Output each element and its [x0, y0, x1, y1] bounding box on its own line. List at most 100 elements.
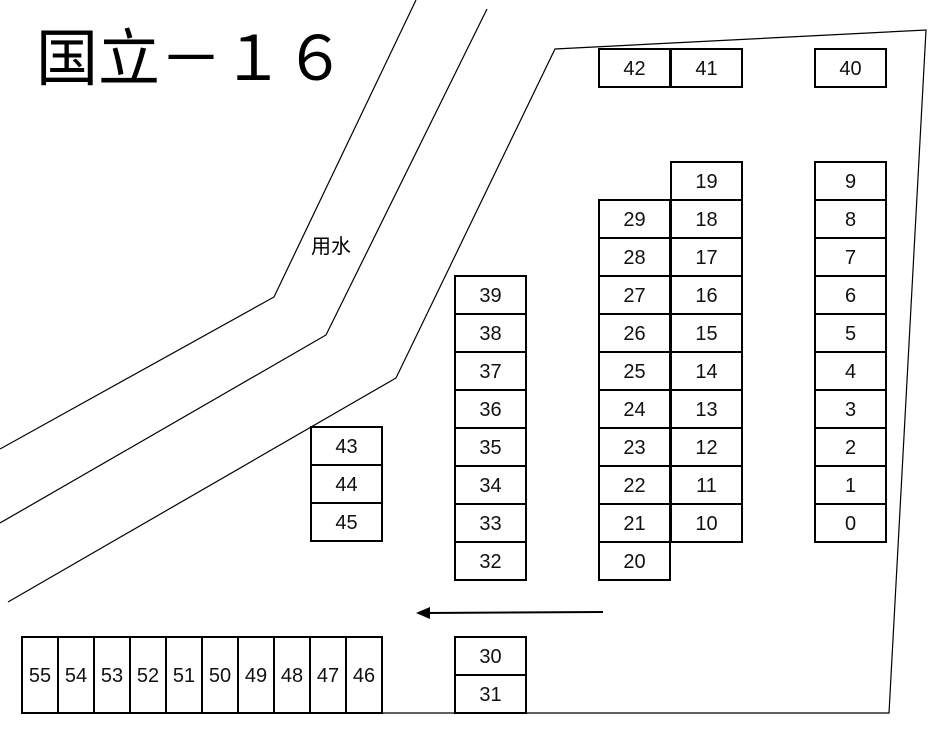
parking-slot-number: 54 — [65, 665, 87, 687]
parking-slot-number: 4 — [845, 361, 856, 383]
water-channel-left-bank — [0, 0, 417, 450]
parking-slot-number: 42 — [623, 58, 645, 80]
parking-slot-1: 1 — [814, 465, 887, 505]
parking-slot-number: 48 — [281, 665, 303, 687]
parking-slot-20: 20 — [598, 541, 671, 581]
parking-slot-13: 13 — [670, 389, 743, 429]
parking-slot-number: 52 — [137, 665, 159, 687]
parking-slot-box — [237, 636, 275, 714]
water-channel-label: 用水 — [311, 234, 351, 258]
parking-slot-number: 3 — [845, 399, 856, 421]
parking-slot-number: 45 — [335, 512, 357, 534]
parking-slot-9: 9 — [814, 161, 887, 201]
parking-slot-25: 25 — [598, 351, 671, 391]
parking-slot-box — [598, 48, 671, 88]
parking-slot-number: 55 — [29, 665, 51, 687]
parking-slot-box — [814, 427, 887, 467]
parking-slot-number: 0 — [845, 513, 856, 535]
parking-slot-number: 34 — [479, 475, 501, 497]
parking-slot-number: 50 — [209, 665, 231, 687]
parking-slot-number: 17 — [695, 247, 717, 269]
parking-slot-box — [670, 465, 743, 505]
parking-slot-12: 12 — [670, 427, 743, 467]
parking-slot-box — [454, 313, 527, 353]
parking-slot-50: 50 — [201, 636, 239, 714]
parking-slot-44: 44 — [310, 464, 383, 504]
parking-slot-33: 33 — [454, 503, 527, 543]
parking-slot-0: 0 — [814, 503, 887, 543]
parking-slot-51: 51 — [165, 636, 203, 714]
parking-slot-45: 45 — [310, 502, 383, 542]
parking-slot-number: 47 — [317, 665, 339, 687]
parking-slot-number: 20 — [623, 551, 645, 573]
parking-slot-number: 43 — [335, 436, 357, 458]
parking-slot-39: 39 — [454, 275, 527, 315]
parking-slot-box — [598, 275, 671, 315]
parking-slot-number: 53 — [101, 665, 123, 687]
parking-slot-number: 16 — [695, 285, 717, 307]
parking-slot-number: 38 — [479, 323, 501, 345]
parking-slot-box — [670, 389, 743, 429]
parking-slot-box — [670, 161, 743, 201]
parking-slot-14: 14 — [670, 351, 743, 391]
boundary-lines — [0, 0, 927, 714]
parking-slot-17: 17 — [670, 237, 743, 277]
parking-slot-18: 18 — [670, 199, 743, 239]
parking-slot-34: 34 — [454, 465, 527, 505]
parking-slot-number: 15 — [695, 323, 717, 345]
parking-slot-box — [454, 275, 527, 315]
parking-slot-16: 16 — [670, 275, 743, 315]
parking-slot-number: 7 — [845, 247, 856, 269]
parking-slot-32: 32 — [454, 541, 527, 581]
parking-slot-47: 47 — [309, 636, 347, 714]
parking-slot-43: 43 — [310, 426, 383, 466]
parking-slot-number: 46 — [353, 665, 375, 687]
parking-slot-42: 42 — [598, 48, 671, 88]
parking-slot-box — [454, 389, 527, 429]
parking-slot-number: 8 — [845, 209, 856, 231]
parking-slot-box — [454, 674, 527, 714]
parking-slot-29: 29 — [598, 199, 671, 239]
parking-slot-box — [345, 636, 383, 714]
parking-slot-box — [310, 502, 383, 542]
parking-slot-54: 54 — [57, 636, 95, 714]
parking-slot-41: 41 — [670, 48, 743, 88]
parking-slot-55: 55 — [21, 636, 59, 714]
parking-slot-number: 49 — [245, 665, 267, 687]
parking-slot-40: 40 — [814, 48, 887, 88]
parking-slot-27: 27 — [598, 275, 671, 315]
direction-arrow-icon — [416, 607, 604, 619]
parking-slot-11: 11 — [670, 465, 743, 505]
parking-slot-31: 31 — [454, 674, 527, 714]
parking-slot-number: 12 — [695, 437, 717, 459]
parking-slots: 0123456789101112131415161718192021222324… — [21, 48, 887, 714]
parking-slot-number: 51 — [173, 665, 195, 687]
parking-slot-35: 35 — [454, 427, 527, 467]
page-title: 国立－１６ — [36, 22, 346, 95]
parking-slot-number: 33 — [479, 513, 501, 535]
parking-slot-number: 28 — [623, 247, 645, 269]
parking-slot-53: 53 — [93, 636, 131, 714]
parking-slot-number: 40 — [839, 58, 861, 80]
parking-slot-box — [814, 465, 887, 505]
parking-slot-box — [598, 465, 671, 505]
parking-slot-box — [814, 237, 887, 277]
parking-slot-box — [814, 161, 887, 201]
parking-slot-number: 2 — [845, 437, 856, 459]
parking-slot-number: 25 — [623, 361, 645, 383]
parking-slot-box — [310, 464, 383, 504]
parking-slot-box — [21, 636, 59, 714]
parking-slot-24: 24 — [598, 389, 671, 429]
parking-slot-5: 5 — [814, 313, 887, 353]
parking-slot-number: 24 — [623, 399, 645, 421]
parking-slot-number: 5 — [845, 323, 856, 345]
parking-slot-8: 8 — [814, 199, 887, 239]
parking-slot-number: 19 — [695, 171, 717, 193]
parking-slot-box — [309, 636, 347, 714]
parking-slot-26: 26 — [598, 313, 671, 353]
parking-slot-box — [57, 636, 95, 714]
parking-slot-6: 6 — [814, 275, 887, 315]
parking-slot-number: 10 — [695, 513, 717, 535]
parking-slot-number: 41 — [695, 58, 717, 80]
parking-slot-52: 52 — [129, 636, 167, 714]
